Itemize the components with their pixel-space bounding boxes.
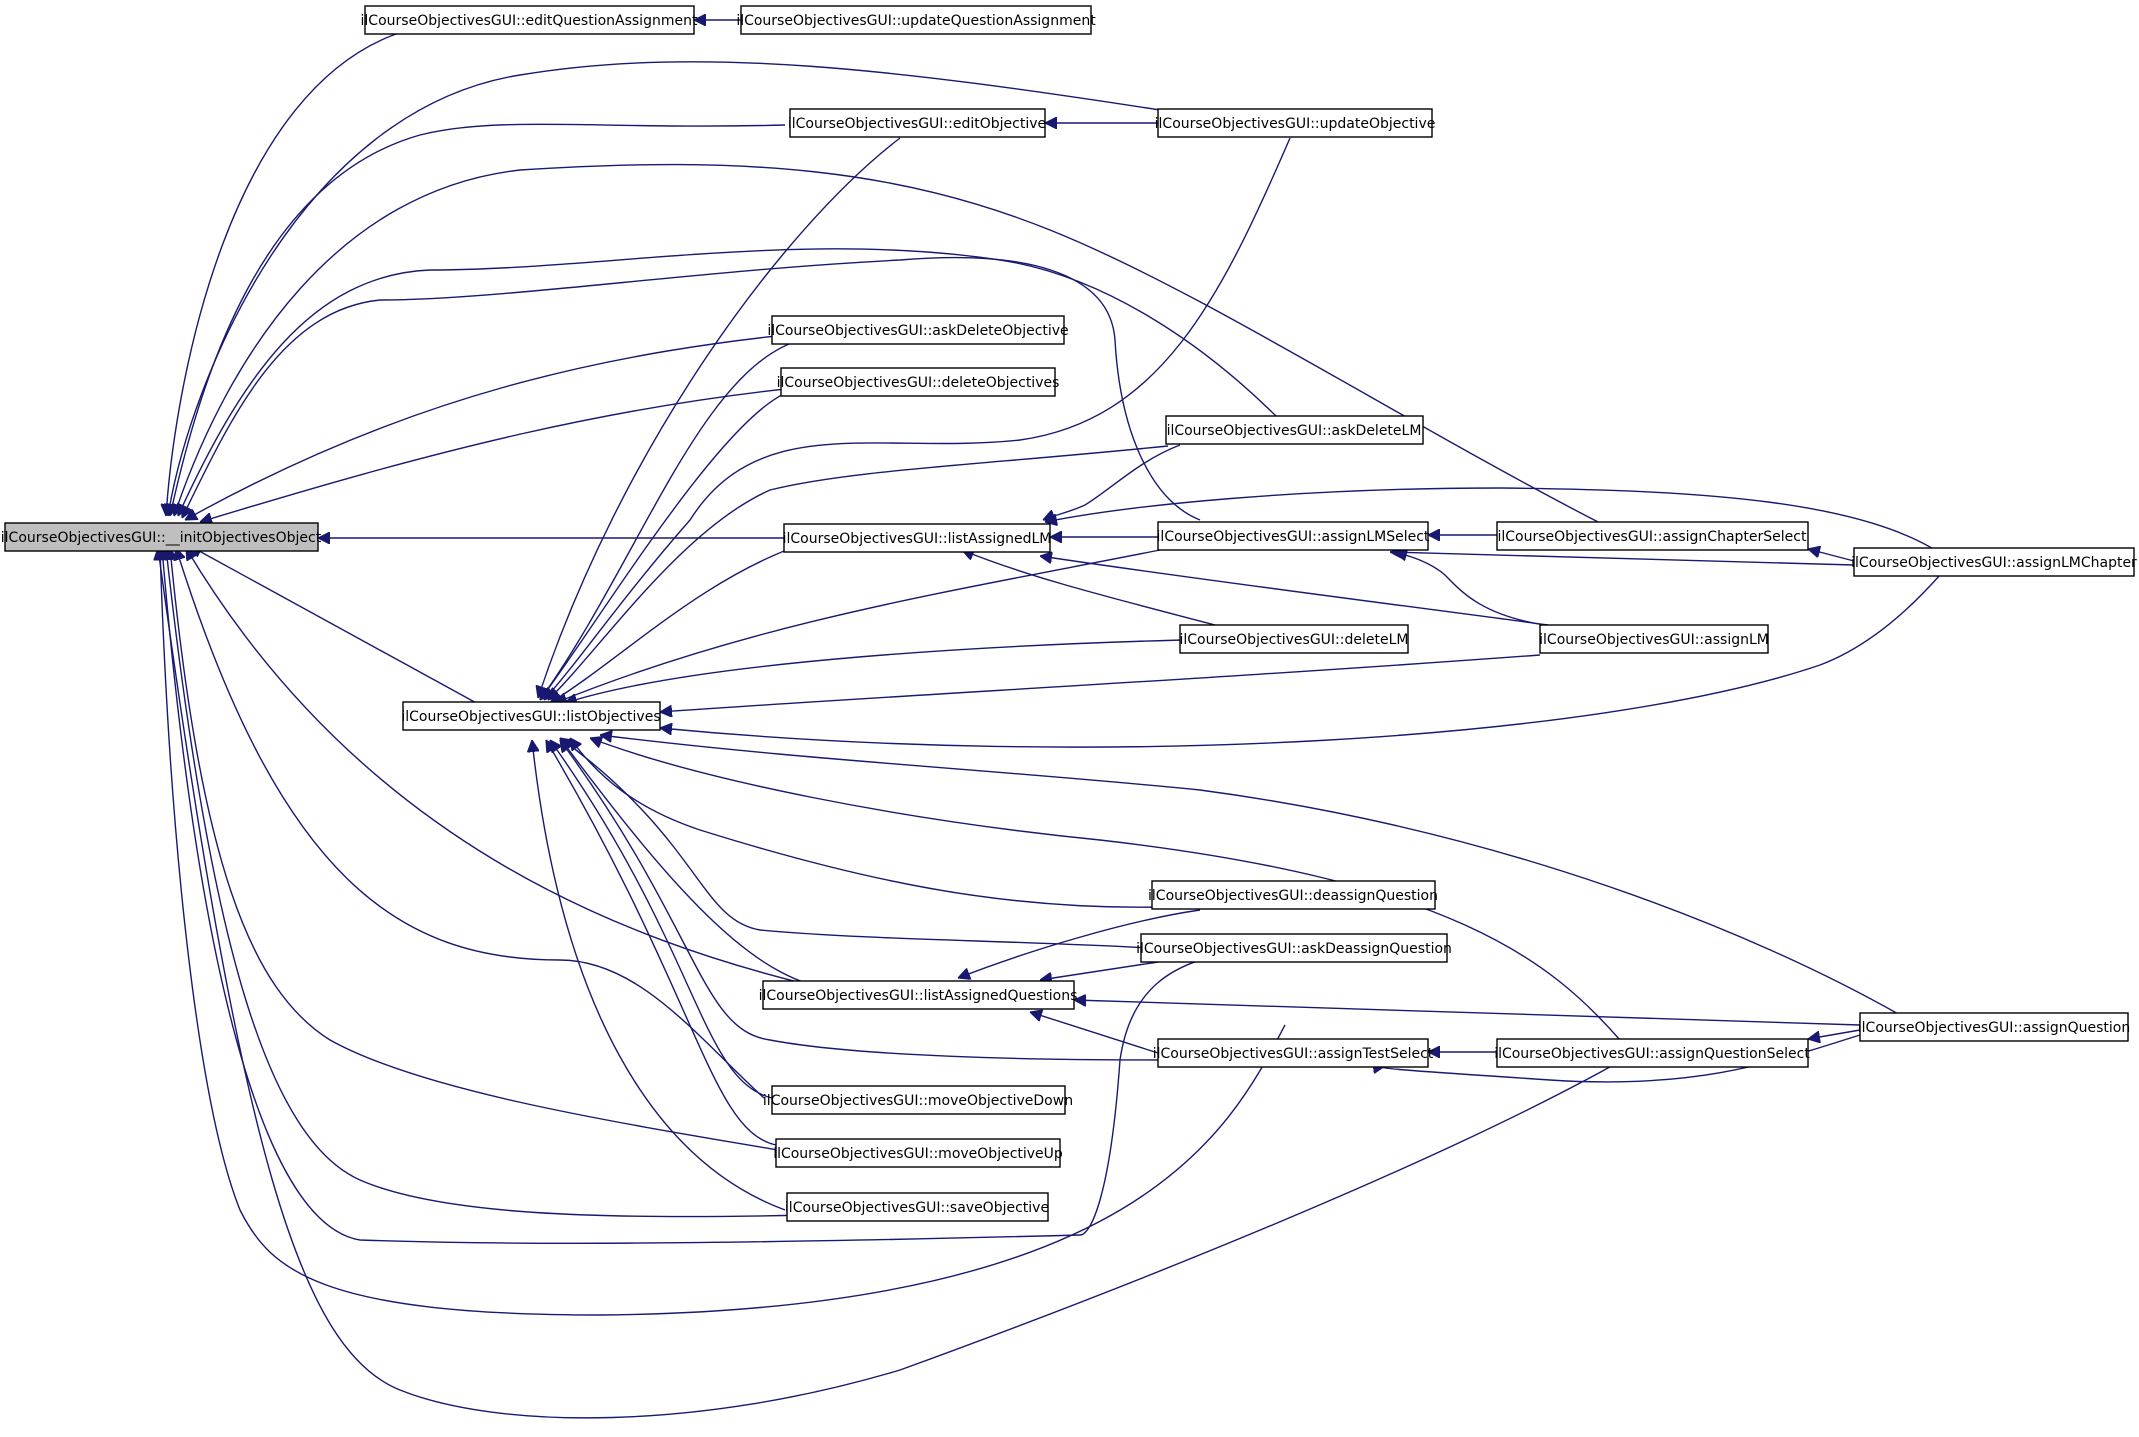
node-label: ilCourseObjectivesGUI::__initObjectivesO…	[1, 530, 322, 546]
edge-deleteObjectives-init	[200, 381, 861, 522]
node-assign-question-select[interactable]: ilCourseObjectivesGUI::assignQuestionSel…	[1494, 1038, 1810, 1068]
node-label: ilCourseObjectivesGUI::deassignQuestion	[1148, 888, 1438, 904]
edge-assignLM-listObjectives	[660, 654, 1541, 712]
edges	[158, 20, 1951, 1419]
node-label: ilCourseObjectivesGUI::assignLMChapter	[1851, 555, 2137, 571]
edge-deleteLM-listObjectives	[565, 639, 1183, 703]
edge-moveObjectiveUp-init	[170, 548, 779, 1151]
node-update-question-assignment[interactable]: ilCourseObjectivesGUI::updateQuestionAss…	[736, 5, 1096, 35]
node-label: ilCourseObjectivesGUI::saveObjective	[785, 1200, 1049, 1216]
edge-saveObjective-listObjectives	[532, 740, 786, 1211]
edge-editObjective-init	[170, 123, 786, 516]
node-assign-lm-select[interactable]: ilCourseObjectivesGUI::assignLMSelect	[1157, 521, 1430, 551]
node-label: ilCourseObjectivesGUI::updateObjective	[1155, 116, 1436, 132]
edge-askDeleteObjective-init	[185, 329, 839, 520]
node-label: ilCourseObjectivesGUI::listAssignedLM	[783, 531, 1052, 547]
edge-assignLMSelect-init	[182, 256, 1201, 521]
node-save-objective[interactable]: ilCourseObjectivesGUI::saveObjective	[785, 1192, 1049, 1222]
node-assign-chapter-select[interactable]: ilCourseObjectivesGUI::assignChapterSele…	[1496, 521, 1809, 551]
node-label: ilCourseObjectivesGUI::assignLMSelect	[1157, 529, 1430, 545]
node-assign-lm[interactable]: ilCourseObjectivesGUI::assignLM	[1539, 624, 1769, 654]
edge-deleteLM-listAssignedLM	[962, 550, 1216, 626]
node-label: ilCourseObjectivesGUI::assignChapterSele…	[1498, 529, 1807, 545]
edge-askDeleteObjective-listObjectives	[540, 339, 801, 700]
edge-askDeleteLM-init	[178, 248, 1281, 516]
edge-moveObjectiveDown-listObjectives	[550, 740, 773, 1099]
edge-assignLMSelect-listObjectives	[555, 547, 1171, 703]
edge-askDeassignQuestion-listAssignedQuestions	[1040, 961, 1159, 980]
node-label: ilCourseObjectivesGUI::editObjective	[788, 116, 1046, 132]
edge-editQuestionAssignment-init	[166, 30, 406, 516]
nodes: ilCourseObjectivesGUI::__initObjectivesO…	[1, 5, 2137, 1222]
node-list-objectives[interactable]: ilCourseObjectivesGUI::listObjectives	[401, 701, 661, 731]
node-label: ilCourseObjectivesGUI::deleteObjectives	[777, 375, 1060, 391]
edge-updateObjective-listObjectives	[544, 137, 1291, 700]
node-label: ilCourseObjectivesGUI::assignQuestion	[1858, 1020, 2130, 1036]
edge-deassignQuestion-listAssignedQuestions	[958, 909, 1201, 978]
node-label: ilCourseObjectivesGUI::assignLM	[1539, 632, 1769, 648]
edge-listAssignedQuestions-listObjectives	[560, 738, 841, 991]
edge-assignTestSelect-listAssignedQuestions	[1030, 1012, 1159, 1054]
node-delete-objectives[interactable]: ilCourseObjectivesGUI::deleteObjectives	[777, 367, 1060, 397]
edge-assignChapterSelect-init	[174, 163, 1601, 524]
node-assign-test-select[interactable]: ilCourseObjectivesGUI::assignTestSelect	[1153, 1038, 1434, 1068]
edge-listObjectives-init	[190, 546, 481, 706]
node-label: ilCourseObjectivesGUI::deleteLM	[1180, 632, 1409, 648]
edge-askDeassignQuestion-init	[162, 548, 1246, 1244]
node-label: ilCourseObjectivesGUI::updateQuestionAss…	[736, 13, 1096, 29]
node-label: ilCourseObjectivesGUI::listObjectives	[401, 709, 660, 725]
edge-assignLMChapter-listAssignedLM	[1045, 487, 1951, 561]
node-deassign-question[interactable]: ilCourseObjectivesGUI::deassignQuestion	[1148, 880, 1438, 910]
node-edit-objective[interactable]: ilCourseObjectivesGUI::editObjective	[788, 108, 1046, 138]
edge-assignLM-listAssignedLM	[1040, 556, 1549, 626]
edge-editObjective-listObjectives	[538, 137, 901, 698]
node-label: ilCourseObjectivesGUI::askDeleteLM	[1167, 423, 1422, 439]
edge-assignQuestion-listAssignedQuestions	[1074, 1000, 1861, 1026]
edge-assignLMChapter-assignChapterSelect	[1808, 549, 1855, 562]
node-ask-delete-objective[interactable]: ilCourseObjectivesGUI::askDeleteObjectiv…	[767, 315, 1069, 345]
edge-askDeleteLM-listObjectives	[548, 445, 1169, 700]
node-assign-question[interactable]: ilCourseObjectivesGUI::assignQuestion	[1858, 1012, 2130, 1042]
edge-assignQuestion-listObjectives	[600, 735, 1901, 1016]
node-move-objective-up[interactable]: ilCourseObjectivesGUI::moveObjectiveUp	[773, 1138, 1063, 1168]
edge-saveObjective-init	[166, 548, 807, 1218]
edge-moveObjectiveDown-init	[176, 548, 765, 1099]
node-ask-delete-lm[interactable]: ilCourseObjectivesGUI::askDeleteLM	[1165, 415, 1424, 445]
edge-moveObjectiveUp-listObjectives	[546, 740, 777, 1146]
edge-listAssignedQuestions-init	[186, 548, 823, 989]
edge-deassignQuestion-listObjectives	[570, 738, 1161, 908]
node-label: ilCourseObjectivesGUI::editQuestionAssig…	[361, 13, 698, 29]
edge-assignQuestion-assignQuestionSelect	[1808, 1029, 1861, 1039]
edge-askDeassignQuestion-listObjectives	[560, 738, 1151, 949]
node-edit-question-assignment[interactable]: ilCourseObjectivesGUI::editQuestionAssig…	[361, 5, 698, 35]
edge-assignQuestionSelect-init	[158, 548, 1641, 1419]
node-move-objective-down[interactable]: ilCourseObjectivesGUI::moveObjectiveDown	[763, 1085, 1073, 1115]
node-delete-lm[interactable]: ilCourseObjectivesGUI::deleteLM	[1179, 624, 1409, 654]
node-label: ilCourseObjectivesGUI::listAssignedQuest…	[759, 988, 1078, 1004]
edge-assignQuestionSelect-listObjectives	[590, 738, 1621, 1041]
edge-assignLMChapter-listObjectives	[660, 574, 1941, 748]
edge-assignLM-assignLMSelect	[1395, 552, 1546, 626]
node-init-objectives-object[interactable]: ilCourseObjectivesGUI::__initObjectivesO…	[1, 522, 322, 552]
node-assign-lm-chapter[interactable]: ilCourseObjectivesGUI::assignLMChapter	[1851, 547, 2137, 577]
node-list-assigned-questions[interactable]: ilCourseObjectivesGUI::listAssignedQuest…	[759, 980, 1078, 1010]
edge-listAssignedLM-listObjectives	[550, 544, 801, 703]
node-label: ilCourseObjectivesGUI::assignTestSelect	[1153, 1046, 1434, 1062]
node-ask-deassign-question[interactable]: ilCourseObjectivesGUI::askDeassignQuesti…	[1136, 933, 1452, 963]
edge-assignLMChapter-assignLMSelect	[1390, 552, 1855, 566]
node-label: ilCourseObjectivesGUI::moveObjectiveUp	[773, 1146, 1063, 1162]
node-label: ilCourseObjectivesGUI::askDeleteObjectiv…	[767, 323, 1068, 339]
edge-assignTestSelect-init	[160, 548, 1286, 1316]
edge-deleteObjectives-listObjectives	[540, 391, 789, 700]
edge-assignTestSelect-listObjectives	[560, 740, 1166, 1061]
node-list-assigned-lm[interactable]: ilCourseObjectivesGUI::listAssignedLM	[783, 523, 1052, 553]
node-update-objective[interactable]: ilCourseObjectivesGUI::updateObjective	[1155, 108, 1436, 138]
node-label: ilCourseObjectivesGUI::askDeassignQuesti…	[1136, 941, 1452, 957]
node-label: ilCourseObjectivesGUI::assignQuestionSel…	[1494, 1046, 1810, 1062]
node-label: ilCourseObjectivesGUI::moveObjectiveDown	[763, 1093, 1073, 1109]
